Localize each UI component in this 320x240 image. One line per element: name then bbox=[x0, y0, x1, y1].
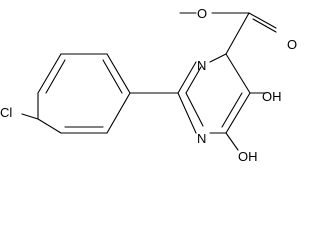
chlorine-atom-label: Cl bbox=[0, 105, 12, 120]
bond bbox=[102, 59, 123, 94]
bond bbox=[185, 66, 202, 94]
bond bbox=[225, 132, 239, 151]
bond bbox=[177, 92, 197, 134]
bond bbox=[209, 53, 227, 63]
bond bbox=[248, 12, 277, 29]
hydroxyl-right-label: OH bbox=[262, 89, 282, 104]
chemical-structure-diagram: Cl N N OH OH O O bbox=[0, 6, 297, 164]
pyrimidine-ring bbox=[177, 53, 251, 134]
ring-nitrogen-lower-label: N bbox=[197, 131, 206, 146]
bond bbox=[37, 118, 62, 134]
hydroxyl-lower-label: OH bbox=[238, 149, 258, 164]
bond bbox=[185, 92, 204, 127]
bond bbox=[106, 92, 131, 134]
bond bbox=[177, 61, 197, 94]
ring-nitrogen-upper-label: N bbox=[197, 58, 206, 73]
bond bbox=[225, 53, 251, 94]
bond bbox=[252, 18, 277, 33]
bond bbox=[106, 53, 131, 94]
bond bbox=[37, 53, 62, 94]
bond bbox=[45, 59, 66, 94]
bond bbox=[221, 92, 243, 128]
ester-carbonyl-oxygen-label: O bbox=[287, 37, 297, 52]
ester-ether-oxygen-label: O bbox=[197, 6, 207, 21]
bond bbox=[225, 12, 250, 55]
methyl-ester-group bbox=[179, 12, 277, 55]
bond bbox=[21, 113, 39, 120]
chlorophenyl-ring bbox=[21, 53, 131, 134]
bond bbox=[225, 92, 251, 134]
